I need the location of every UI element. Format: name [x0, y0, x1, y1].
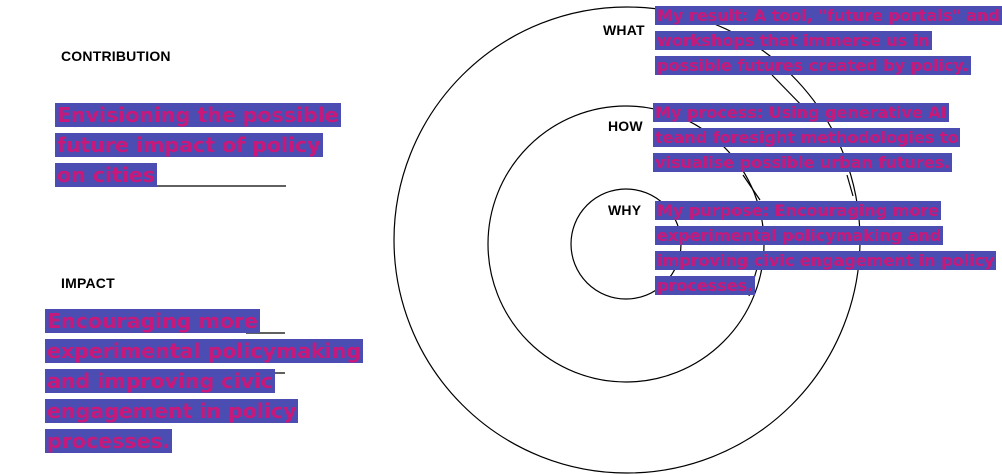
- how-description: My process: Using generative AI teand fo…: [653, 100, 1002, 175]
- how-highlight: My process: Using generative AI teand fo…: [653, 103, 961, 172]
- how-label: HOW: [608, 118, 643, 134]
- contribution-heading: CONTRIBUTION: [61, 48, 171, 64]
- what-highlight: My result: A tool, "future portals" and …: [655, 6, 1002, 75]
- impact-text: Encouraging more experimental policymaki…: [45, 306, 365, 456]
- what-label: WHAT: [603, 22, 645, 38]
- impact-highlight: Encouraging more experimental policymaki…: [45, 309, 363, 453]
- why-label: WHY: [608, 202, 642, 218]
- how-connector-1: [742, 174, 761, 201]
- how-connector-2: [846, 174, 854, 197]
- impact-heading: IMPACT: [61, 275, 115, 291]
- contribution-text: Envisioning the possible future impact o…: [55, 100, 355, 190]
- contribution-highlight: Envisioning the possible future impact o…: [55, 103, 341, 187]
- what-description: My result: A tool, "future portals" and …: [655, 3, 1002, 78]
- why-description: My purpose: Encouraging more experimenta…: [655, 198, 1000, 298]
- why-highlight: My purpose: Encouraging more experimenta…: [655, 201, 997, 295]
